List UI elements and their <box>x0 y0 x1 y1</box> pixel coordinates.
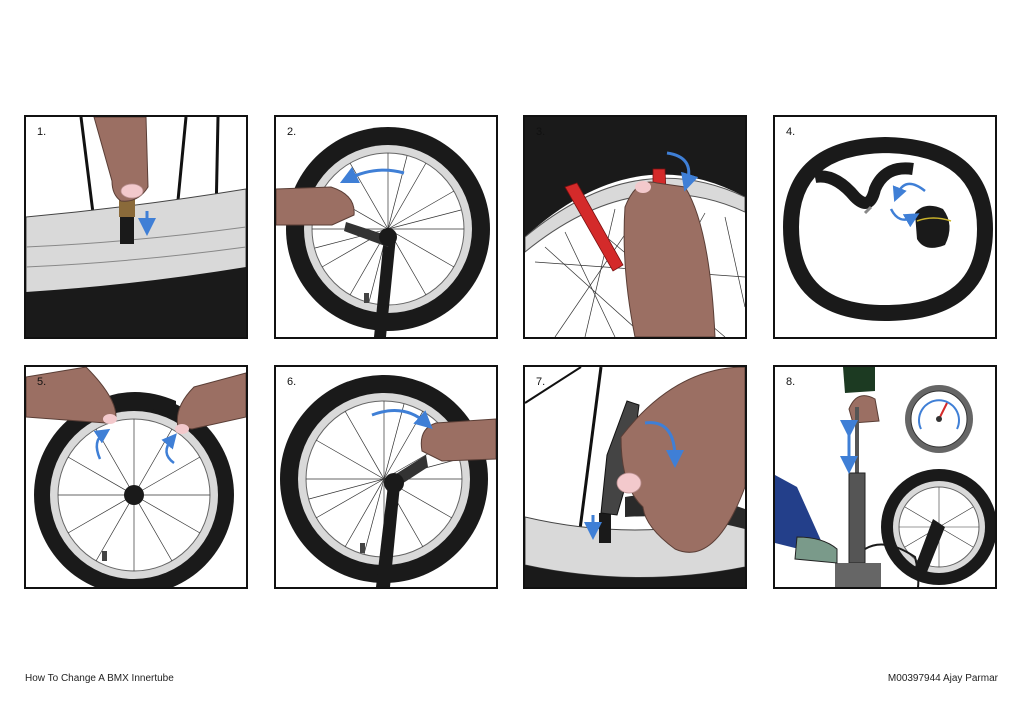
step-3-panel: 3. <box>523 115 747 339</box>
step-7-illustration <box>525 367 745 587</box>
step-4-number: 4. <box>786 126 796 138</box>
author-credit: M00397944 Ajay Parmar <box>887 673 998 684</box>
lever-arrow-icon <box>666 151 699 192</box>
step-5-panel: 5. <box>24 365 248 589</box>
step-2-number: 2. <box>287 126 297 138</box>
step-5-illustration <box>26 367 246 587</box>
step-1-number: 1. <box>37 126 47 138</box>
step-4-illustration <box>782 136 994 322</box>
step-8-illustration <box>775 367 995 587</box>
step-8-panel: 8. <box>773 365 997 589</box>
step-3-illustration <box>525 117 745 337</box>
step-7-panel: 7. <box>523 365 747 589</box>
step-1-illustration <box>26 117 246 337</box>
push-arrow-icon <box>93 428 111 460</box>
rotate-arrow-icon <box>339 166 405 184</box>
swap-arrow-icon <box>892 182 926 202</box>
step-1-panel: 1. <box>24 115 248 339</box>
step-7-number: 7. <box>536 376 546 388</box>
step-3-number: 3. <box>536 126 546 138</box>
step-2-panel: 2. <box>274 115 498 339</box>
step-6-panel: 6. <box>274 365 498 589</box>
step-6-illustration <box>280 375 496 587</box>
step-8-number: 8. <box>786 376 796 388</box>
step-6-number: 6. <box>287 376 297 388</box>
step-4-panel: 4. <box>773 115 997 339</box>
diagram-title: How To Change A BMX Innertube <box>25 673 174 684</box>
step-5-number: 5. <box>37 376 47 388</box>
clamp-arrow-icon <box>644 421 684 468</box>
step-2-illustration <box>276 127 490 337</box>
tighten-arrow-icon <box>371 409 433 430</box>
